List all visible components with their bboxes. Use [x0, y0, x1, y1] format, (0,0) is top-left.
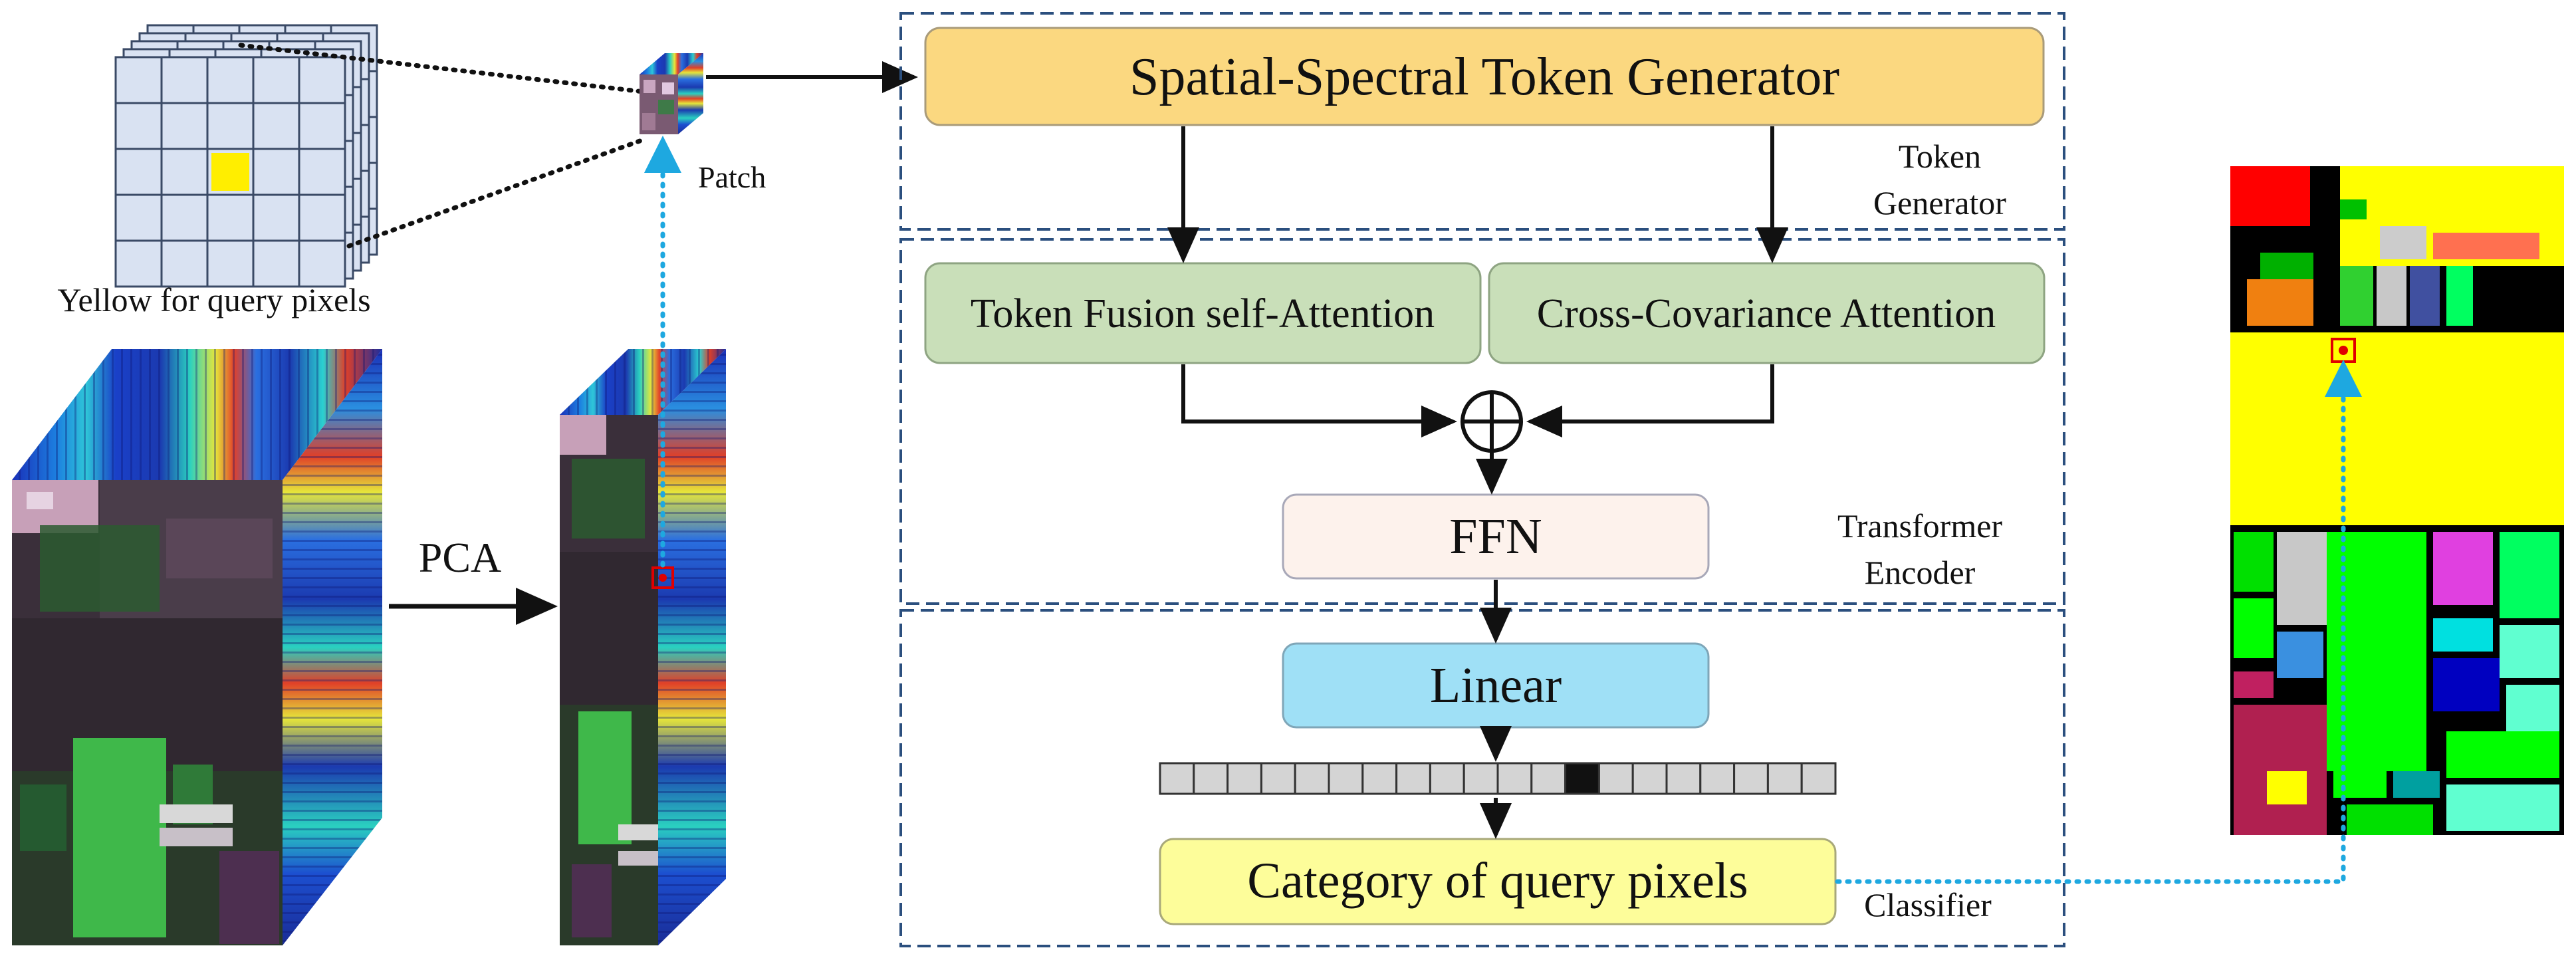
- block-ffn-text: FFN: [1449, 509, 1542, 564]
- query-pixels-caption: Yellow for query pixels: [57, 281, 370, 318]
- patch-grid-stack: [114, 24, 378, 288]
- block-token-fusion-attention: [924, 262, 1482, 364]
- token-cell: [1159, 762, 1195, 795]
- token-generator-label-2: Generator: [1873, 184, 2006, 221]
- transformer-label-1: Transformer: [1837, 507, 2002, 544]
- token-cell: [1395, 762, 1431, 795]
- token-cell: [1193, 762, 1229, 795]
- token-generator-region: [899, 12, 2065, 231]
- query-marker-map-dot: [2339, 346, 2348, 355]
- token-cell: [1699, 762, 1736, 795]
- token-cell: [1260, 762, 1296, 795]
- classifier-label: Classifier: [1864, 886, 1992, 923]
- token-cell: [1597, 762, 1634, 795]
- block-token-generator: [924, 27, 2045, 126]
- block-cross-covariance-attention: [1488, 262, 2046, 364]
- hsi-cube-reduced: [560, 349, 726, 945]
- block-ffn: [1282, 493, 1710, 580]
- token-cell: [1665, 762, 1702, 795]
- token-cell: [1463, 762, 1499, 795]
- block-cross-covariance-attention-text: Cross-Covariance Attention: [1537, 291, 1996, 336]
- token-cell: [1294, 762, 1330, 795]
- arrow-cca-to-sum: [1526, 364, 1774, 437]
- token-cell: [1766, 762, 1803, 795]
- patch-cube: [640, 53, 703, 134]
- zoom-line-top: [238, 43, 646, 94]
- pca-label: PCA: [419, 534, 502, 581]
- transformer-encoder-region: [899, 238, 2065, 605]
- arrow-tfsa-to-sum: [1181, 364, 1457, 437]
- token-cell: [1733, 762, 1769, 795]
- query-marker-dot: [659, 574, 667, 582]
- token-cell: [1631, 762, 1668, 795]
- token-cell-highlight: [1564, 762, 1600, 795]
- query-marker-cube: [651, 566, 674, 589]
- token-cell: [1800, 762, 1837, 795]
- transformer-label-2: Encoder: [1865, 554, 1976, 591]
- token-cell: [1328, 762, 1364, 795]
- patch-label: Patch: [698, 160, 766, 194]
- query-pixel: [211, 153, 249, 191]
- block-linear-text: Linear: [1430, 658, 1562, 713]
- add-operator-icon: [1461, 390, 1523, 453]
- token-generator-label-1: Token: [1899, 138, 1981, 175]
- block-token-generator-text: Spatial-Spectral Token Generator: [1129, 48, 1839, 106]
- zoom-line-bottom: [346, 137, 646, 249]
- block-token-fusion-attention-text: Token Fusion self-Attention: [971, 291, 1435, 336]
- token-cell: [1496, 762, 1533, 795]
- token-cell: [1227, 762, 1262, 795]
- token-cell: [1429, 762, 1465, 795]
- hsi-cube-original: [12, 349, 382, 945]
- token-cell: [1361, 762, 1398, 795]
- output-token-vector: [1159, 762, 1837, 795]
- connector-category-to-map: [1835, 360, 2362, 884]
- classification-map: [2230, 166, 2564, 835]
- token-cell: [1530, 762, 1567, 795]
- block-category-output-text: Category of query pixels: [1247, 853, 1748, 909]
